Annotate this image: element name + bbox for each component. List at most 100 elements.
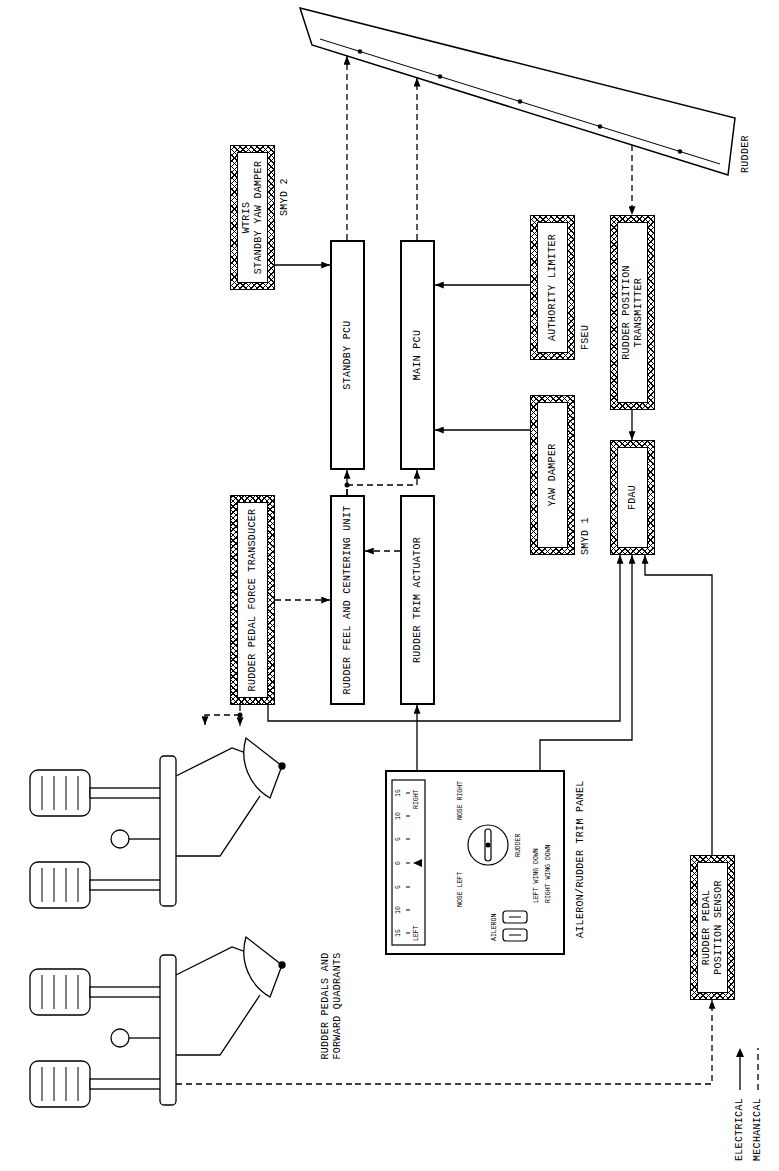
label-holder: 15 — [395, 929, 403, 937]
label-holder: 15 — [395, 789, 403, 797]
panel-marking: 10 — [395, 906, 403, 914]
mechanical-link — [239, 705, 240, 726]
panel-marking: RUDDER — [515, 834, 523, 857]
label-holder: SMYD 1 — [580, 517, 592, 555]
box-label: RUDDER FEEL AND CENTERING UNIT — [342, 505, 354, 694]
electrical-wire — [435, 429, 530, 430]
legend: ELECTRICAL MECHANICAL — [731, 1046, 767, 1161]
unit-label: SMYD 2 — [279, 178, 291, 216]
mechanical-link — [355, 1000, 712, 1084]
label-holder: LEFT — [413, 925, 421, 941]
trim-panel-drawing — [406, 793, 410, 933]
box-label: STANDBY PCU — [342, 320, 354, 389]
label-holder: AILERON/RUDDER TRIM PANEL — [575, 780, 587, 938]
actuator-box: STANDBY PCU — [330, 240, 365, 470]
trim-panel-drawing — [392, 780, 527, 945]
panel-marking: NOSE RIGHT — [457, 781, 465, 820]
box-label: RUDDER TRIM ACTUATOR — [412, 537, 424, 663]
electrical-wire — [268, 555, 620, 721]
rudder-pedal-drawing — [30, 483, 355, 1108]
legend-text: ELECTRICAL — [734, 1098, 746, 1161]
label-holder: 5 — [395, 837, 403, 841]
hinge-point — [358, 49, 362, 53]
box-label: STANDBY YAW DAMPER — [253, 161, 265, 274]
label-holder: AILERON — [491, 914, 499, 941]
panel-marking: AILERON — [491, 914, 499, 941]
mechanism-box: RUDDER FEEL AND CENTERING UNIT — [330, 495, 365, 705]
label-holder: LEFT WING DOWN — [533, 848, 541, 903]
electrical-wire — [631, 410, 632, 440]
rudder-surface: RUDDER — [295, 5, 760, 181]
legend-sample — [735, 1046, 745, 1092]
label-holder: RUDDER — [740, 135, 752, 173]
box-face: RUDDER TRIM ACTUATOR — [402, 497, 433, 703]
mechanical-link — [631, 145, 632, 215]
label-holder: 5 — [395, 885, 403, 889]
panel-marking: NOSE LEFT — [457, 872, 465, 907]
panel-marking: 15 — [395, 789, 403, 797]
box-label: RUDDER PEDALS AND FORWARD QUADRANTS — [320, 947, 344, 1065]
box-label: RUDDER PEDAL FORCE TRANSDUCER — [247, 509, 259, 692]
label-holder: RUDDER — [515, 834, 523, 857]
label-holder: RIGHT WING DOWN — [545, 844, 553, 903]
sensor-box: RUDDER PEDAL FORCE TRANSDUCER — [230, 495, 275, 705]
hinge-point — [598, 124, 602, 128]
legend-line — [757, 1048, 758, 1090]
rudder-outline — [300, 8, 735, 175]
trim-panel-drawing — [413, 859, 422, 867]
box-label: WTRIS — [241, 202, 253, 234]
sensor-box: RUDDER POSITION TRANSMITTER — [610, 215, 655, 410]
box-label: RUDDER — [740, 135, 752, 173]
hinge-point — [438, 74, 442, 78]
computer-box: YAW DAMPER — [530, 395, 575, 555]
legend-row: MECHANICAL — [749, 1046, 767, 1161]
box-face: RUDDER PEDAL FORCE TRANSDUCER — [237, 502, 268, 698]
label-holder: NOSE LEFT — [457, 872, 465, 907]
electrical-wire — [540, 555, 632, 770]
box-face: RUDDER PEDAL POSITION SENSOR — [697, 862, 728, 993]
sensor-box: RUDDER PEDAL POSITION SENSOR — [690, 855, 735, 1000]
box-label: YAW DAMPER — [547, 444, 559, 507]
mechanical-link — [205, 715, 240, 725]
unit-label: FSEU — [580, 325, 592, 350]
pedal-assembly — [30, 937, 285, 1107]
panel-marking: 5 — [395, 885, 403, 889]
panel-marking: LEFT — [413, 925, 421, 941]
legend-arrowhead — [736, 1048, 744, 1057]
hinge-point — [678, 149, 682, 153]
rudder-pedals: RUDDER PEDALS AND FORWARD QUADRANTS — [20, 726, 355, 1120]
rudder-outline — [295, 5, 760, 181]
panel-marking: 15 — [395, 929, 403, 937]
box-face: STANDBY PCU — [332, 242, 363, 468]
electrical-wire — [645, 555, 712, 855]
box-face: WTRISSTANDBY YAW DAMPER — [237, 152, 268, 283]
panel-marking: LEFT WING DOWN — [533, 848, 541, 903]
label-holder: NOSE RIGHT — [457, 781, 465, 820]
mechanical-link — [275, 599, 330, 600]
actuator-box: RUDDER TRIM ACTUATOR — [400, 495, 435, 705]
legend-text: MECHANICAL — [752, 1098, 764, 1161]
box-label: MAIN PCU — [412, 330, 424, 380]
computer-box: AUTHORITY LIMITER — [530, 215, 575, 360]
label-holder: RUDDER PEDALS AND FORWARD QUADRANTS — [320, 947, 344, 1065]
label-holder: 10 — [395, 812, 403, 820]
electrical-wire — [275, 264, 330, 265]
mechanical-link — [176, 1083, 355, 1084]
panel-marking: 0 — [395, 861, 403, 865]
box-label: AILERON/RUDDER TRIM PANEL — [575, 780, 587, 938]
mechanical-link — [416, 78, 417, 240]
pedal-assembly — [30, 738, 285, 908]
trim-panel-drawing — [509, 917, 521, 935]
box-face: FDAU — [617, 447, 648, 548]
label-holder: 10 — [395, 906, 403, 914]
label-holder: SMYD 2 — [279, 178, 291, 216]
panel-marking: 10 — [395, 812, 403, 820]
trim-panel-drawing — [486, 843, 491, 848]
label-holder: FSEU — [580, 325, 592, 350]
box-label: AUTHORITY LIMITER — [547, 234, 559, 341]
panel-marking: 5 — [395, 837, 403, 841]
unit-label: SMYD 1 — [580, 517, 592, 555]
